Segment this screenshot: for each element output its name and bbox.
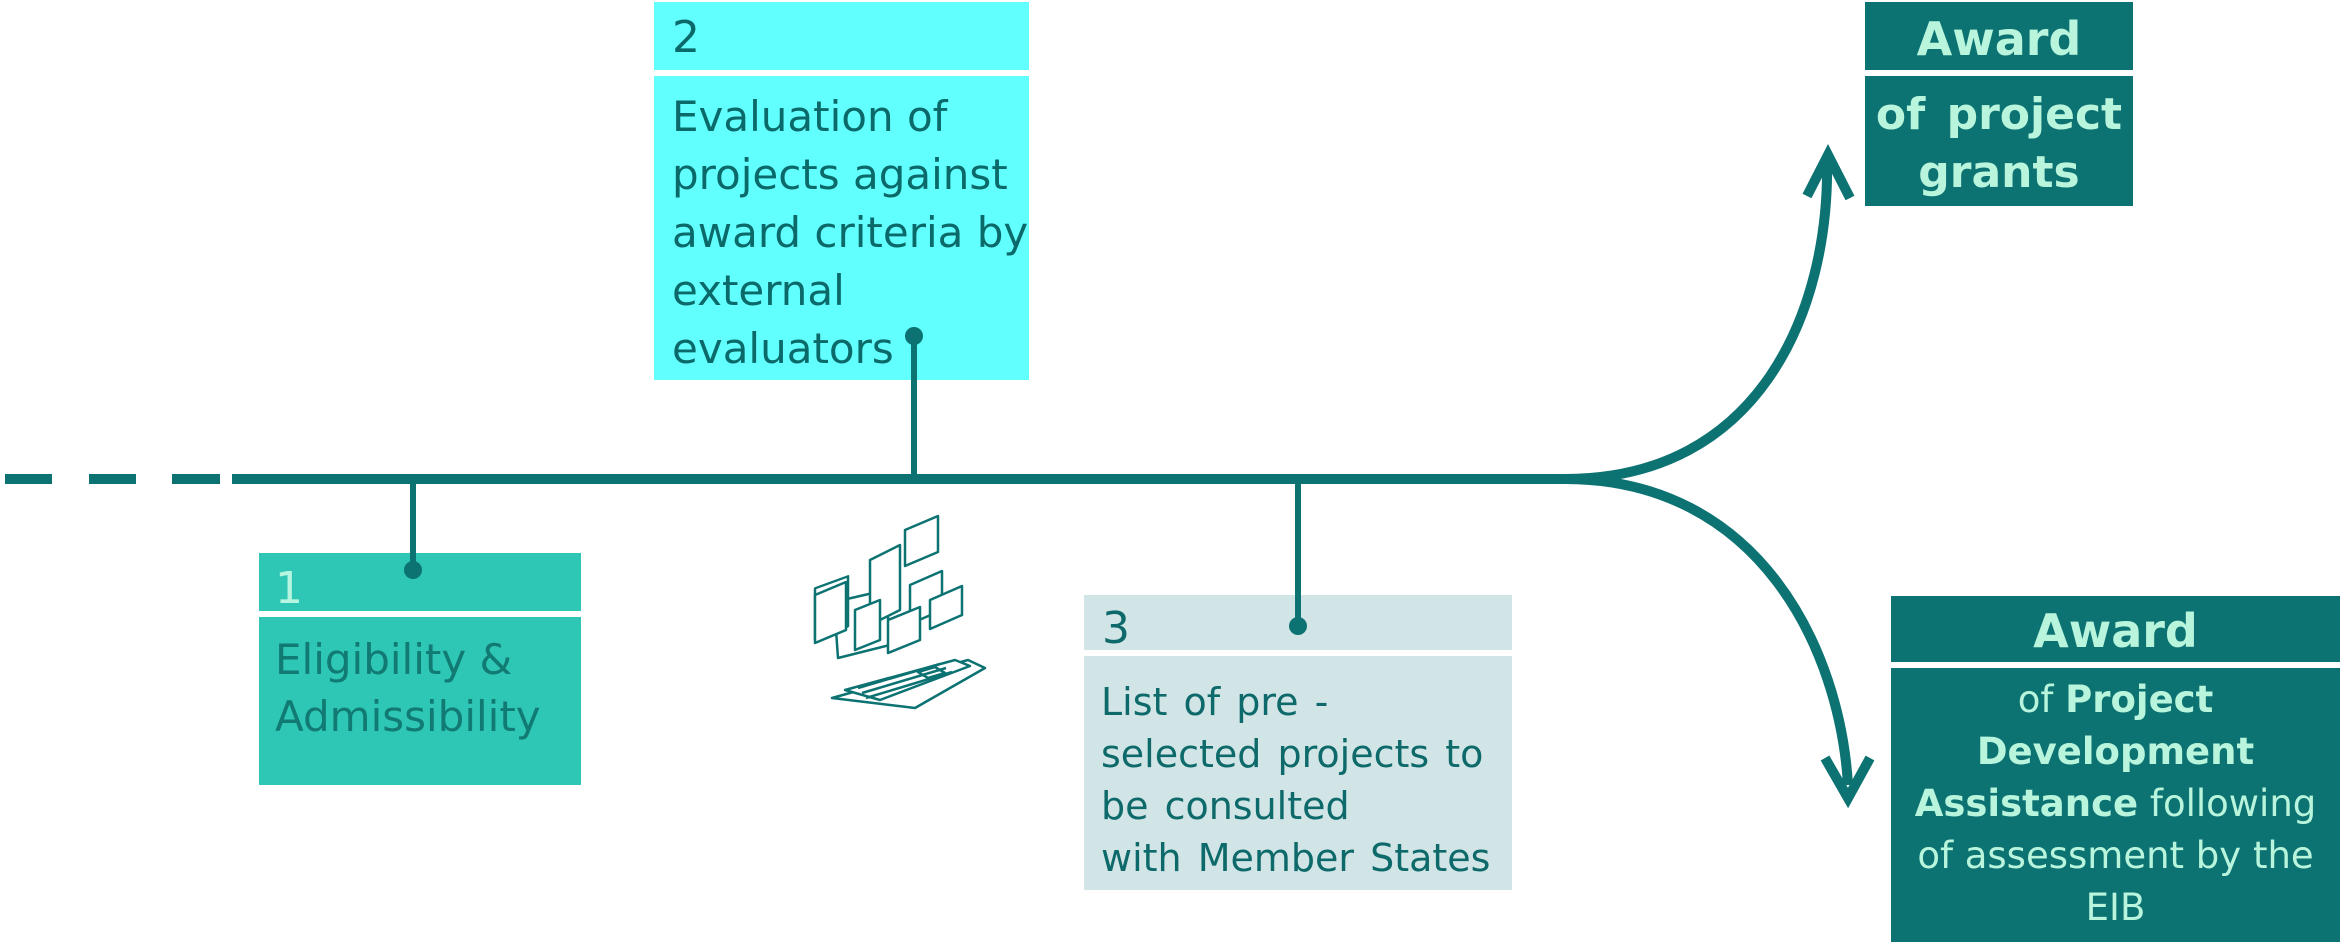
award-pda-box: Award of Project Development Assistance …: [1891, 596, 2340, 942]
award-grants-text: of project grants: [1865, 76, 2133, 206]
step-3-line: be consulted: [1101, 784, 1350, 828]
award-pda-line-4: of assessment by the: [1917, 834, 2314, 877]
branch-down-arrowhead: [1820, 755, 1875, 809]
step-2-line: Evaluation of: [672, 92, 948, 141]
step-3-line: List of pre -: [1101, 680, 1329, 724]
step-2-text: Evaluation of projects against award cri…: [654, 76, 1029, 380]
award-pda-text: of Project Development Assistance follow…: [1891, 668, 2340, 942]
step-2-divider: [654, 70, 1029, 76]
branch-down-curve: [1564, 474, 1853, 786]
step-1-box: 1 Eligibility & Admissibility: [259, 553, 581, 785]
award-pda-line-2: Development: [1976, 730, 2255, 773]
award-pda-line-3: Assistance following: [1891, 778, 2340, 830]
step-3-number: 3: [1102, 603, 1130, 654]
award-pda-bold: Assistance: [1914, 782, 2139, 825]
step-1-text: Eligibility & Admissibility: [259, 617, 581, 785]
step-3-text: List of pre - selected projects to be co…: [1084, 656, 1512, 890]
award-pda-bold: Project: [2065, 678, 2214, 721]
award-grants-box: Award of project grants: [1865, 2, 2133, 206]
step-1-divider: [259, 611, 581, 617]
award-pda-title: Award: [2033, 604, 2198, 658]
step-2-number: 2: [672, 12, 700, 63]
branch-up-arrowhead: [1802, 144, 1855, 201]
award-pda-line-1: of Project: [1891, 674, 2340, 726]
step-1-number: 1: [275, 563, 303, 614]
award-grants-line: grants: [1918, 147, 2080, 198]
step-3-line: selected projects to: [1101, 732, 1484, 776]
award-grants-divider: [1865, 70, 2133, 76]
laptop-windows-icon: [813, 514, 987, 710]
step-3-divider: [1084, 650, 1512, 656]
award-pda-divider: [1891, 662, 2340, 668]
award-pda-prefix: of: [2017, 678, 2066, 721]
step-2-box: 2 Evaluation of projects against award c…: [654, 2, 1029, 380]
step-1-line: Eligibility &: [275, 635, 513, 684]
branch-up-curve: [1564, 159, 1833, 484]
step-1-line: Admissibility: [275, 692, 541, 741]
award-pda-suffix: following: [2138, 782, 2317, 825]
step-2-line: external: [672, 266, 845, 315]
award-grants-title: Award: [1916, 12, 2082, 66]
step-2-line: award criteria by: [672, 208, 1029, 257]
step-3-box: 3 List of pre - selected projects to be …: [1084, 595, 1512, 890]
step-2-line: evaluators: [672, 324, 894, 373]
step-3-line: with Member States: [1101, 836, 1491, 880]
award-grants-line: of project: [1875, 89, 2123, 140]
step-2-line: projects against: [672, 150, 1008, 199]
award-pda-line-5: EIB: [2085, 886, 2146, 929]
